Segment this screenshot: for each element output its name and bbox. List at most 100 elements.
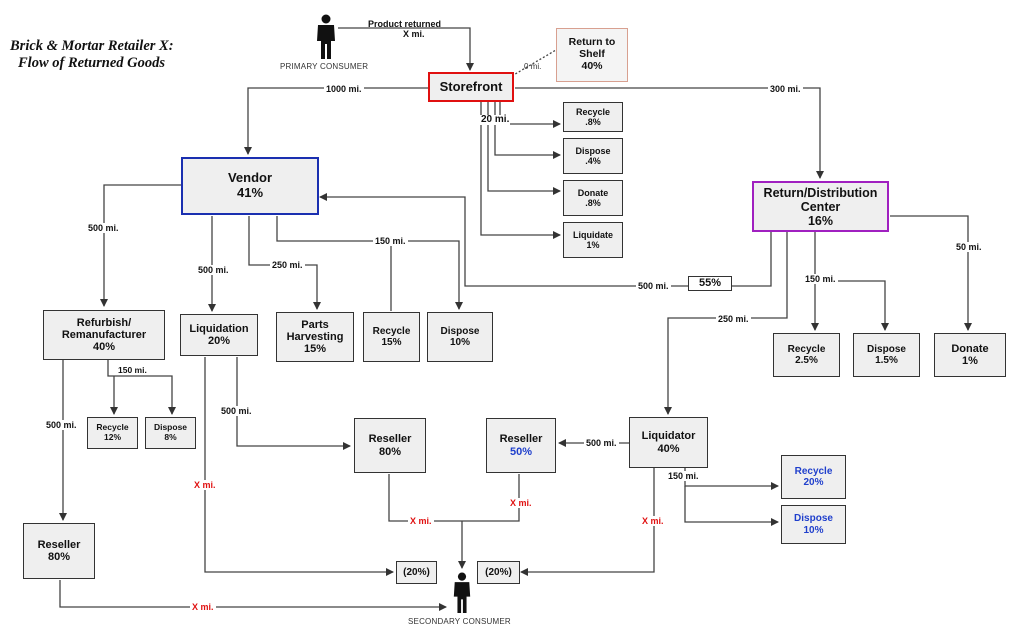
arrow-sf-liquidate	[480, 102, 561, 239]
rdc-label: Return/Distribution Center	[763, 185, 878, 214]
return-to-shelf-pct: 40%	[581, 59, 603, 72]
edge-label-sf-local: 20 mi.	[480, 114, 511, 125]
sf-donate-pct: .8%	[585, 198, 601, 208]
rf-recycle-node: Recycle 12%	[87, 417, 138, 449]
arrow-storefront-vendor	[244, 87, 428, 155]
storefront-node: Storefront	[428, 72, 514, 102]
rf-recycle-label: Recycle	[96, 422, 129, 433]
arrow-refurb-local	[107, 360, 176, 415]
rdc-reseller-pct: 50%	[509, 445, 533, 458]
arrow-rdc-dispose	[815, 280, 889, 331]
rf-reseller-label: Reseller	[37, 538, 81, 551]
edge-label-rdc-donate: 50 mi.	[954, 242, 984, 252]
rdc-donate-label: Donate	[951, 342, 989, 355]
edge-label-product-returned: Product returned	[368, 19, 442, 29]
rdc-donate-pct: 1%	[962, 355, 978, 367]
arrow-rdc-vendor	[319, 193, 772, 287]
rdc-recycle-pct: 2.5%	[795, 355, 818, 366]
arrow-vendor-refurb	[100, 184, 181, 307]
edge-label-liquidator-xmi: X mi.	[640, 516, 666, 526]
parts-pct: 15%	[303, 343, 327, 356]
edge-label-reseller50-xmi: X mi.	[508, 498, 534, 508]
rdc-recycle-label: Recycle	[787, 343, 826, 355]
arrow-liquidation-pct20a	[204, 357, 394, 576]
pct55-badge: 55%	[688, 276, 732, 291]
rf-reseller-pct: 80%	[47, 551, 71, 563]
rdc-dispose-label: Dispose	[867, 343, 906, 355]
lq-dispose-node: Dispose 10%	[781, 505, 846, 544]
sf-dispose-pct: .4%	[585, 156, 601, 166]
rf-dispose-pct: 8%	[164, 432, 177, 442]
liq-reseller-pct: 80%	[378, 445, 402, 458]
liquidator-pct: 40%	[657, 442, 680, 455]
pct20b-label: (20%)	[485, 566, 512, 578]
edge-label-rf-reseller-xmi: X mi.	[190, 602, 216, 612]
refurb-node: Refurbish/ Remanufacturer 40%	[43, 310, 165, 360]
storefront-label: Storefront	[439, 78, 503, 94]
rf-reseller-node: Reseller 80%	[23, 523, 95, 579]
return-to-shelf-label: Return to Shelf	[568, 36, 616, 61]
edge-label-vendor-refurb: 500 mi.	[86, 223, 121, 233]
secondary-consumer-caption: SECONDARY CONSUMER	[408, 617, 511, 626]
rdc-dispose-node: Dispose 1.5%	[853, 333, 920, 377]
pct20a-badge: (20%)	[396, 561, 437, 584]
rdc-dispose-pct: 1.5%	[875, 355, 898, 366]
edge-label-reseller80-xmi: X mi.	[408, 516, 434, 526]
refurb-label: Refurbish/ Remanufacturer	[61, 316, 147, 341]
edge-label-xmi-top: X mi.	[403, 29, 425, 39]
edge-label-to-rdc: 300 mi.	[768, 84, 803, 94]
edge-label-shelf: 0 mi.	[524, 62, 542, 71]
refurb-pct: 40%	[92, 341, 116, 354]
edge-label-refurb-local: 150 mi.	[116, 365, 149, 375]
vendor-node: Vendor 41%	[181, 157, 319, 215]
sf-dispose-label: Dispose	[575, 145, 611, 156]
arrow-reseller80-secondary	[388, 474, 462, 522]
v-dispose-label: Dispose	[440, 325, 480, 337]
lq-dispose-pct: 10%	[803, 524, 824, 536]
arrow-vendor-recycle-dispose	[276, 216, 463, 310]
arrow-liquidator-pct20b	[520, 468, 655, 576]
liq-reseller-label: Reseller	[368, 433, 412, 446]
title-line-2: Flow of Returned Goods	[18, 55, 166, 71]
v-liquidation-pct: 20%	[207, 335, 231, 347]
lq-recycle-node: Recycle 20%	[781, 455, 846, 499]
edge-label-vendor-liquidation: 500 mi.	[196, 265, 231, 275]
sf-liquidate-label: Liquidate	[573, 229, 613, 240]
edge-label-refurb-reseller: 500 mi.	[44, 420, 79, 430]
liquidator-node: Liquidator 40%	[629, 417, 708, 468]
arrow-rdc-donate	[890, 215, 972, 331]
liq-reseller-node: Reseller 80%	[354, 418, 426, 473]
edge-label-liq-reseller: 500 mi.	[219, 406, 254, 416]
sf-donate-label: Donate	[577, 187, 609, 198]
parts-label: Parts Harvesting	[286, 318, 344, 343]
arrow-liquidator-dispose	[684, 486, 779, 526]
sf-liquidate-pct: 1%	[586, 240, 600, 250]
sf-recycle-node: Recycle .8%	[563, 102, 623, 132]
return-to-shelf-node: Return to Shelf 40%	[556, 28, 628, 82]
secondary-consumer-icon	[453, 572, 471, 613]
rf-dispose-label: Dispose	[153, 422, 188, 433]
lq-recycle-pct: 20%	[803, 477, 824, 488]
v-liquidation-label: Liquidation	[189, 322, 249, 335]
sf-recycle-label: Recycle	[575, 106, 611, 117]
rdc-pct: 16%	[807, 213, 834, 228]
edge-label-liquidator-local: 150 mi.	[666, 471, 701, 481]
vendor-label: Vendor	[227, 170, 273, 186]
pct20b-badge: (20%)	[477, 561, 520, 584]
edge-label-rdc-vendor: 500 mi.	[636, 281, 671, 291]
edge-label-liquidator-reseller: 500 mi.	[584, 438, 619, 448]
arrow-rfreseller-secondary	[59, 580, 447, 611]
v-liquidation-node: Liquidation 20%	[180, 314, 258, 356]
primary-consumer-icon	[317, 14, 335, 59]
parts-node: Parts Harvesting 15%	[276, 312, 354, 362]
rdc-reseller-label: Reseller	[499, 433, 543, 446]
rf-recycle-pct: 12%	[103, 432, 121, 442]
sf-recycle-pct: .8%	[585, 117, 601, 127]
lq-dispose-label: Dispose	[794, 513, 833, 525]
rdc-node: Return/Distribution Center 16%	[752, 181, 889, 232]
v-recycle-label: Recycle	[372, 325, 411, 337]
v-recycle-pct: 15%	[381, 337, 402, 348]
pct55-label: 55%	[698, 277, 722, 290]
diagram-title: Brick & Mortar Retailer X: Flow of Retur…	[10, 38, 240, 72]
